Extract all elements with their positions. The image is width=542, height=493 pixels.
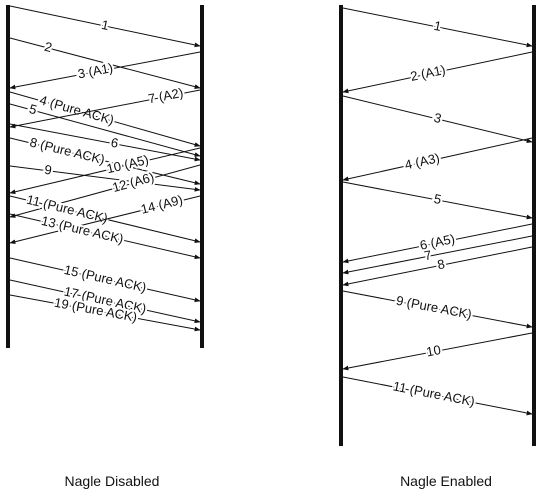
message-arrow bbox=[342, 290, 533, 329]
message-label: 1 bbox=[100, 17, 110, 33]
message-label: 3 (A1) bbox=[77, 60, 115, 81]
message-label: 2 bbox=[43, 39, 54, 55]
message-label: 5 bbox=[28, 101, 39, 117]
message-label: 6 bbox=[110, 135, 120, 151]
message-arrow bbox=[9, 137, 201, 186]
panel-caption-nagle-enabled: Nagle Enabled bbox=[400, 473, 492, 489]
left-message-arrows: 123 (A1)4 (Pure ACK)57 (A2)68 (Pure ACK)… bbox=[9, 5, 201, 332]
message-label: 8 bbox=[436, 256, 446, 272]
message-arrow bbox=[342, 235, 533, 275]
message-arrow bbox=[9, 213, 201, 260]
message-arrow bbox=[342, 137, 533, 182]
message-arrow bbox=[342, 332, 533, 371]
message-arrow bbox=[342, 181, 533, 220]
message-arrow bbox=[9, 91, 201, 147]
message-arrow bbox=[9, 51, 201, 90]
message-arrow bbox=[342, 223, 533, 264]
message-arrow bbox=[9, 103, 201, 157]
panel-caption-nagle-disabled: Nagle Disabled bbox=[65, 473, 160, 489]
message-arrow bbox=[9, 123, 201, 162]
message-label: 1 bbox=[433, 18, 443, 34]
message-arrow bbox=[9, 164, 201, 218]
message-label: 3 bbox=[432, 110, 443, 126]
message-arrow bbox=[9, 5, 201, 48]
message-label: 2 (A1) bbox=[409, 62, 447, 84]
message-arrow bbox=[9, 257, 201, 303]
message-label: 14 (A9) bbox=[139, 192, 184, 217]
message-arrow bbox=[342, 95, 533, 144]
message-label: 9 bbox=[44, 162, 53, 178]
message-arrow bbox=[9, 165, 201, 192]
message-arrow bbox=[9, 294, 201, 332]
message-arrow bbox=[9, 195, 201, 245]
message-arrow bbox=[342, 51, 533, 94]
message-arrow bbox=[342, 376, 533, 416]
message-label: 4 (A3) bbox=[403, 150, 441, 172]
message-arrow bbox=[342, 246, 533, 287]
right-message-arrows: 12 (A1)34 (A3)56 (A5)789 (Pure ACK)1011 … bbox=[342, 7, 533, 416]
message-arrow bbox=[9, 279, 201, 324]
message-arrow bbox=[9, 147, 201, 195]
message-label: 8 (Pure ACK) bbox=[28, 134, 106, 167]
message-arrow bbox=[9, 37, 201, 89]
message-label: 9 (Pure ACK) bbox=[395, 293, 473, 322]
panel-nagle-disabled: 123 (A1)4 (Pure ACK)57 (A2)68 (Pure ACK)… bbox=[6, 5, 204, 489]
message-arrow bbox=[342, 7, 533, 48]
panel-nagle-enabled: 12 (A1)34 (A3)56 (A5)789 (Pure ACK)1011 … bbox=[339, 5, 536, 489]
message-label: 10 bbox=[425, 342, 442, 359]
message-arrow bbox=[9, 89, 201, 129]
message-label: 5 bbox=[433, 191, 443, 207]
message-label: 11 (Pure ACK) bbox=[392, 378, 476, 409]
message-label: 7 (A2) bbox=[147, 85, 185, 106]
